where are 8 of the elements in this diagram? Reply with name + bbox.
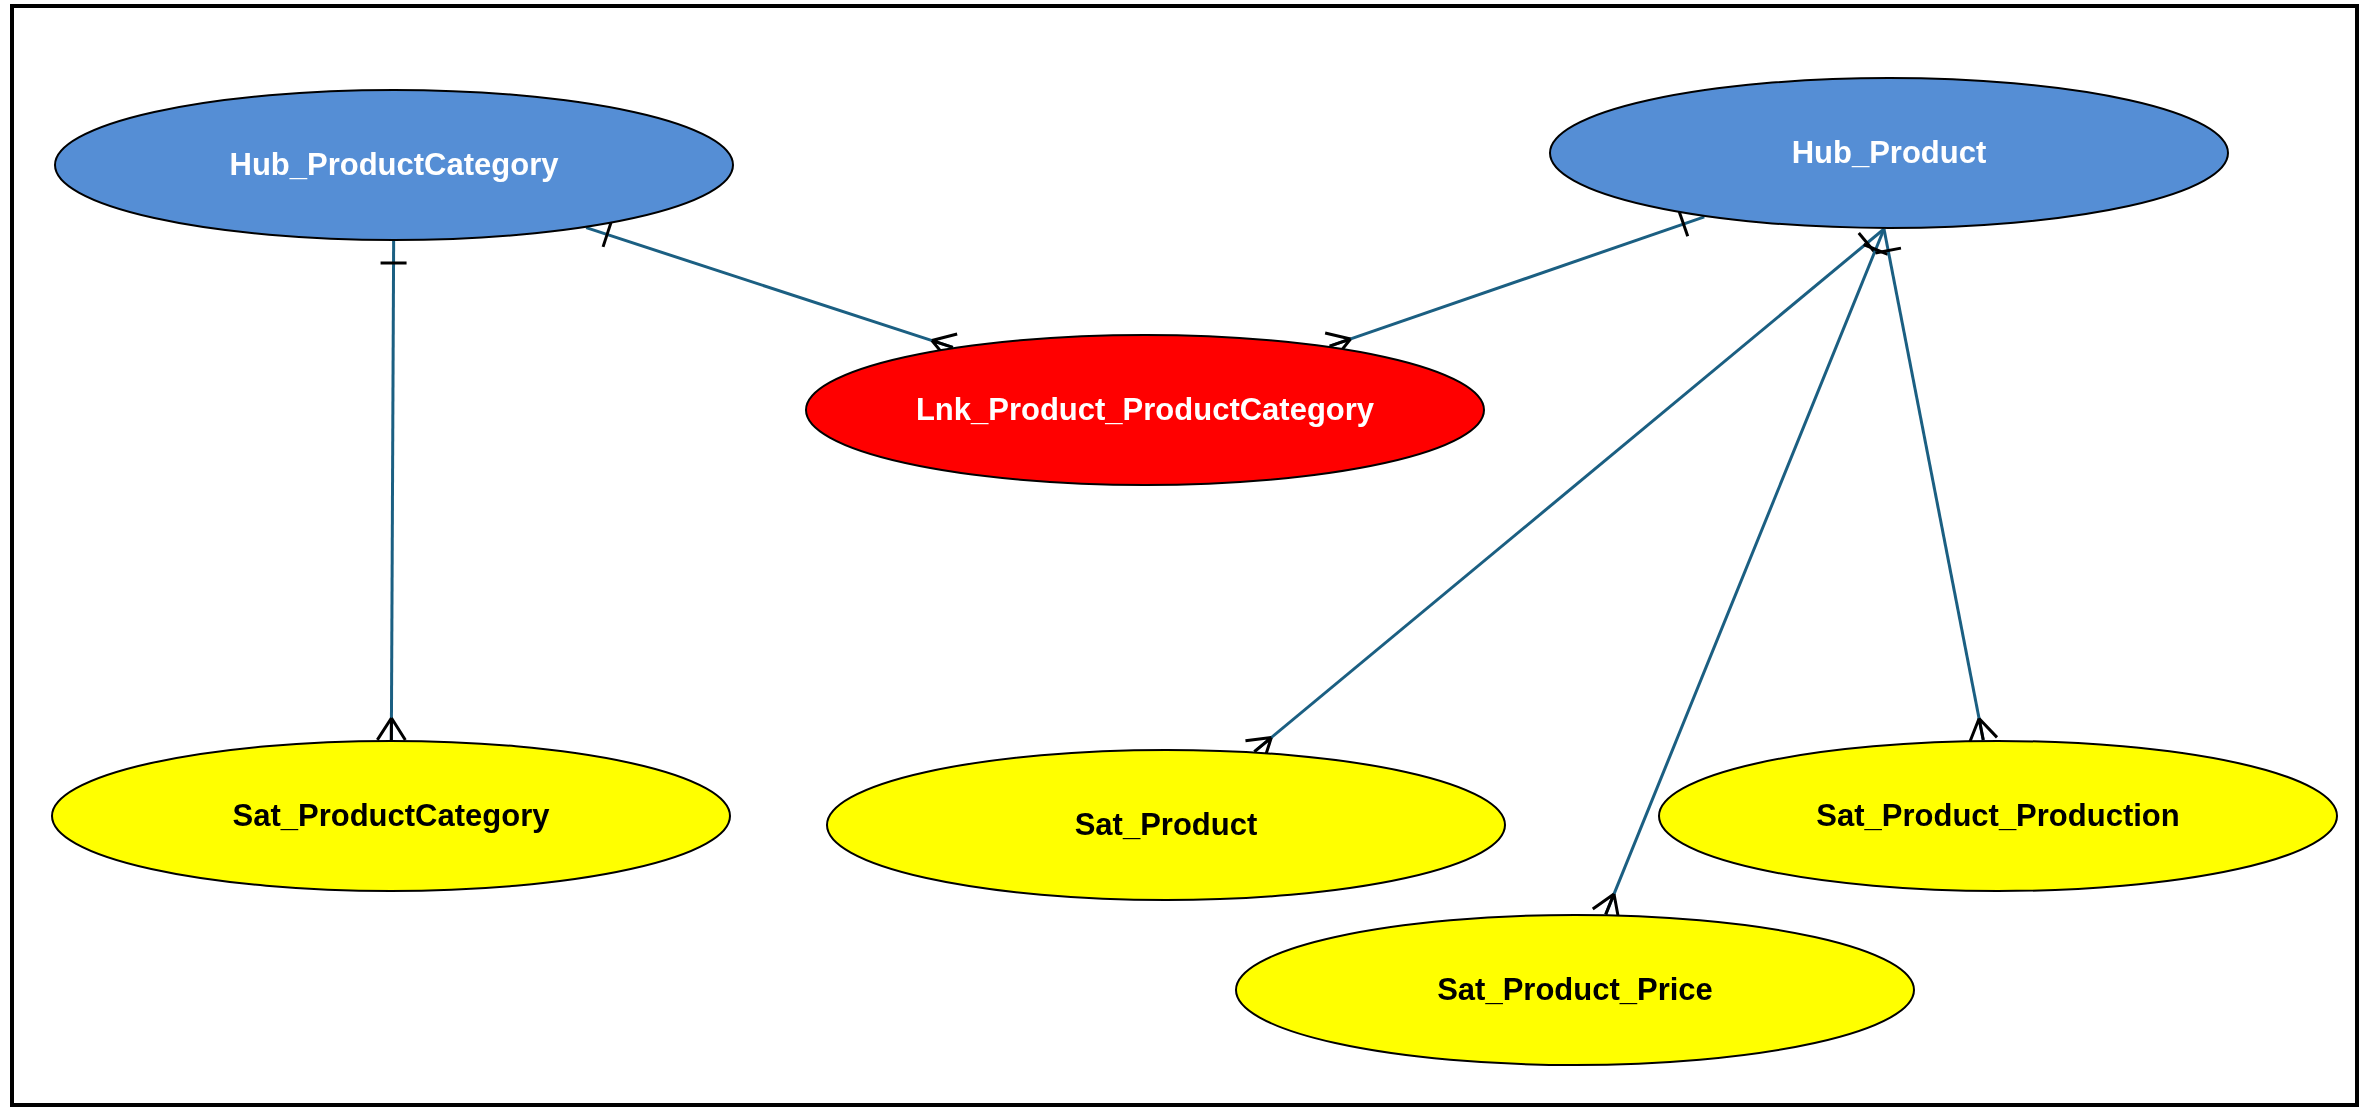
node-label: Sat_Product_Price [1436,972,1714,1008]
node-label: Sat_Product [1073,807,1259,843]
node-label: Hub_Product [1790,135,1988,171]
node-label: Sat_Product_Production [1815,798,2181,834]
node-label: Lnk_Product_ProductCategory [914,392,1376,428]
relationship-line [375,241,409,742]
node-label: Sat_ProductCategory [231,798,551,834]
node-label: Hub_ProductCategory [228,147,560,183]
